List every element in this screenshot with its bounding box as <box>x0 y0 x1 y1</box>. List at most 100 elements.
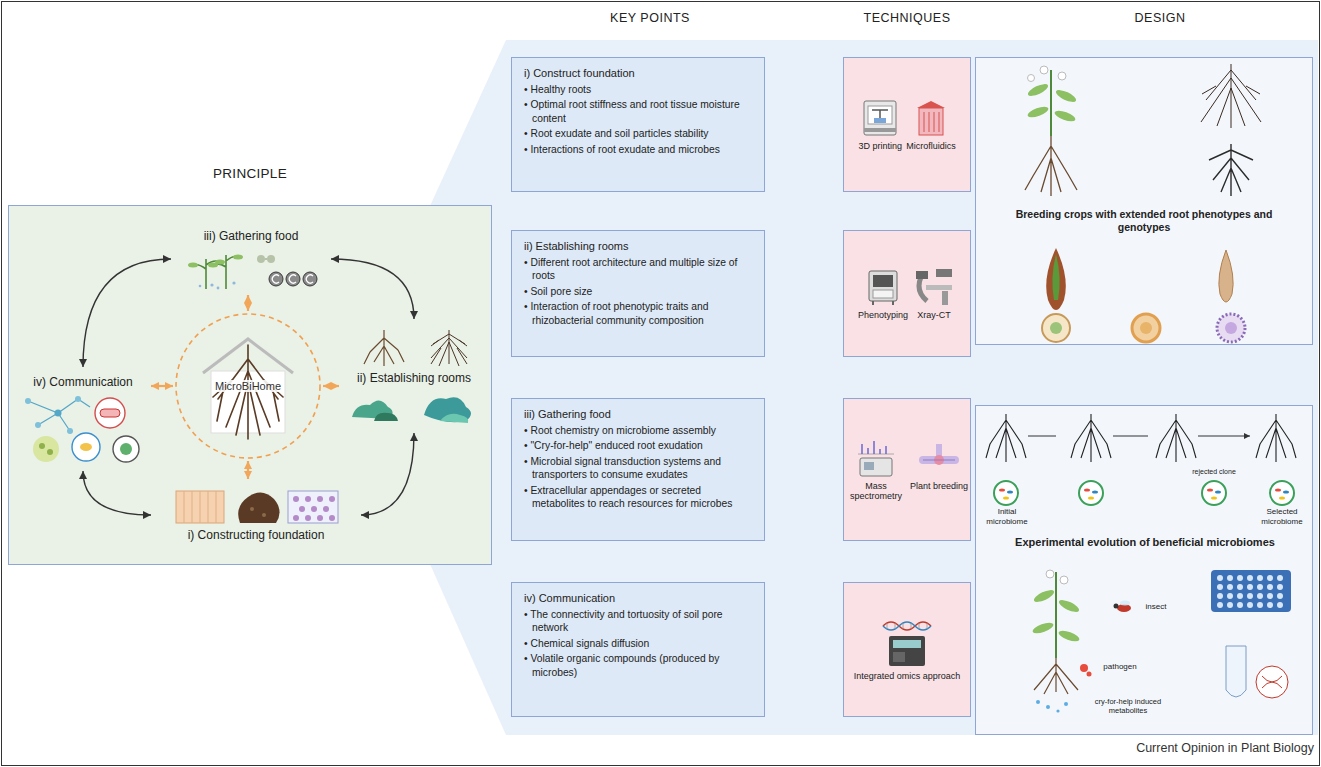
design-label: Initial microbiome <box>976 507 1038 526</box>
art-path <box>986 414 1026 462</box>
art-path <box>213 345 283 439</box>
art-circle <box>1247 602 1253 608</box>
art-rect <box>288 491 338 523</box>
art-path <box>1262 676 1282 688</box>
art-path <box>1055 572 1057 658</box>
art-circle <box>994 481 1018 505</box>
art-path <box>924 112 939 132</box>
art-rect <box>100 409 120 417</box>
art-circle <box>33 436 59 462</box>
art-circle <box>1247 575 1253 581</box>
art-rect <box>873 290 893 298</box>
technique-item: Microfluidics <box>906 98 956 151</box>
technique-box: 3D printingMicrofluidics <box>843 57 971 192</box>
technique-item: Phenotyping <box>858 267 908 320</box>
art-rect <box>873 275 893 287</box>
section-icon <box>344 387 484 425</box>
key-point-box: iv) Communication• The connectivity and … <box>511 582 765 717</box>
key-point-bullet: • Volatile organic compounds (produced b… <box>524 652 752 679</box>
technique-icon <box>861 267 905 307</box>
detail-region <box>506 40 1318 735</box>
art-circle <box>1237 602 1243 608</box>
art-rect <box>1211 570 1291 612</box>
art-path <box>1050 70 1052 136</box>
technique-label: Xray-CT <box>917 310 951 320</box>
art-path <box>192 255 238 289</box>
art-circle <box>75 396 81 402</box>
technique-label: Integrated omics approach <box>854 671 961 681</box>
technique-item: 3D printing <box>858 98 902 151</box>
art-circle <box>1087 672 1092 677</box>
design-label: insect <box>1136 602 1176 612</box>
art-circle <box>120 443 132 455</box>
art-circle <box>293 515 299 521</box>
art-ellipse <box>1088 496 1094 499</box>
art-circle <box>1217 602 1223 608</box>
key-point-bullet: • Interaction of root phenotypic traits … <box>524 300 752 327</box>
art-ellipse <box>1031 620 1054 635</box>
art-path <box>424 397 471 422</box>
art-ellipse <box>1275 488 1281 491</box>
art-circle <box>1257 584 1263 590</box>
art-ellipse <box>188 262 198 267</box>
technique-label: Microfluidics <box>906 141 956 151</box>
art-rect <box>864 101 896 135</box>
art-circle <box>210 283 213 286</box>
technique-box: Mass spectrometryPlant breeding <box>843 398 971 541</box>
key-point-box: ii) Establishing rooms• Different root a… <box>511 230 765 357</box>
section-icon <box>156 487 356 527</box>
art-path <box>883 622 931 630</box>
art-g <box>986 414 1026 462</box>
art-circle <box>217 286 220 289</box>
art-ellipse <box>1057 628 1080 643</box>
art-circle <box>1042 314 1070 342</box>
art-circle <box>1058 72 1066 80</box>
art-circle <box>267 255 275 263</box>
art-rect <box>176 491 224 523</box>
art-circle <box>1036 700 1040 704</box>
key-point-heading: ii) Establishing rooms <box>524 240 752 252</box>
panel-heading: PRINCIPLE <box>9 166 491 181</box>
art-path <box>873 301 893 305</box>
key-point-heading: iii) Gathering food <box>524 408 752 420</box>
art-path <box>872 110 888 118</box>
art-path <box>887 623 927 629</box>
art-circle <box>1046 570 1054 578</box>
art-g <box>1256 414 1296 462</box>
art-circle <box>1080 664 1088 672</box>
art-rect <box>942 291 948 305</box>
art-path <box>1071 414 1111 462</box>
art-ellipse <box>1026 104 1049 119</box>
technique-row: Mass spectrometryPlant breeding <box>846 438 968 502</box>
art-circle <box>303 272 317 286</box>
art-circle <box>1079 481 1103 505</box>
art-circle <box>1060 576 1068 584</box>
art-g <box>293 496 335 521</box>
art-ellipse <box>1053 108 1076 123</box>
art-path <box>1052 254 1059 300</box>
art-ellipse <box>1032 588 1055 605</box>
art-ellipse <box>1120 601 1130 606</box>
key-point-bullet: • Healthy roots <box>524 83 752 96</box>
art-rect <box>869 271 897 301</box>
art-circle <box>305 515 311 521</box>
art-path <box>265 258 267 260</box>
art-circle <box>1227 575 1233 581</box>
art-path <box>919 277 927 301</box>
art-circle <box>317 515 323 521</box>
art-rect <box>919 108 943 135</box>
art-circle <box>262 513 266 517</box>
art-ellipse <box>1207 488 1213 491</box>
art-circle <box>1237 584 1243 590</box>
technique-box: PhenotypingXray-CT <box>843 230 971 357</box>
design-label: rejected clone <box>1184 468 1244 476</box>
exchange-arrow <box>247 295 249 311</box>
key-point-bullet: • Interactions of root exudate and micro… <box>524 143 752 156</box>
art-path <box>374 412 398 420</box>
art-ellipse <box>1092 490 1098 493</box>
art-rect <box>860 458 892 476</box>
art-circle <box>1217 314 1245 342</box>
art-path <box>923 456 955 464</box>
key-point-bullet: • Microbial signal transduction systems … <box>524 455 752 482</box>
